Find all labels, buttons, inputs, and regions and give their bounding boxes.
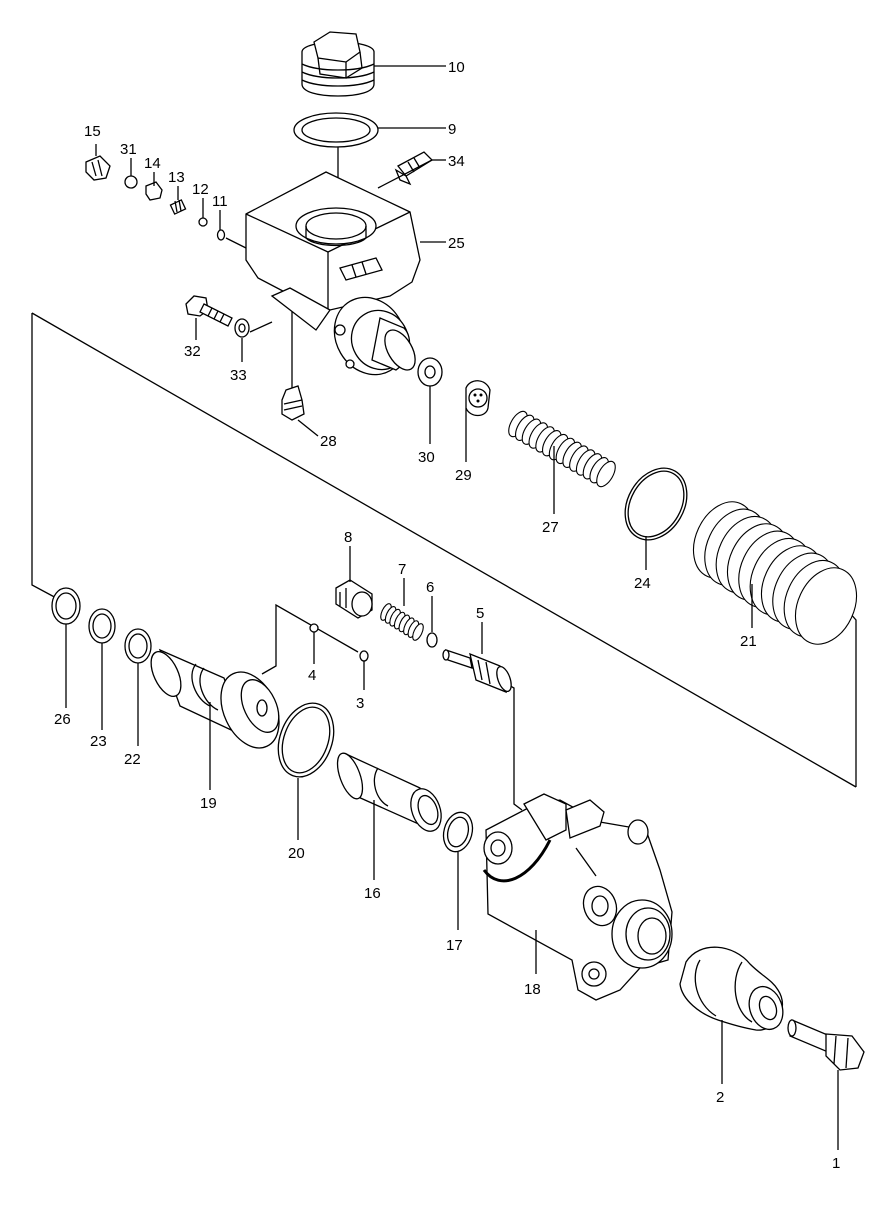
label-part-31: 31 (120, 141, 137, 158)
part-19-piston (150, 648, 280, 749)
part-number-labels: 10 9 34 25 15 31 14 13 12 11 32 33 28 30… (54, 59, 840, 1172)
spring21-coil (794, 567, 858, 645)
part-31-o-ring (124, 175, 138, 189)
label-part-30: 30 (418, 449, 435, 466)
part-3-o-ring (359, 650, 369, 662)
part-33-washer (234, 318, 273, 338)
part-20-o-ring (277, 702, 335, 778)
part-13-spring (169, 199, 187, 215)
part-24-o-ring (624, 467, 688, 541)
label-part-6: 6 (426, 579, 434, 596)
label-part-5: 5 (476, 605, 484, 622)
part-2-boot (679, 946, 784, 1031)
part-17-ring (442, 811, 474, 853)
part-14-nut (145, 181, 163, 201)
label-part-18: 18 (524, 981, 541, 998)
label-part-17: 17 (446, 937, 463, 954)
label-part-23: 23 (90, 733, 107, 750)
label-part-14: 14 (144, 155, 161, 172)
label-part-33: 33 (230, 367, 247, 384)
part-4-ball (309, 623, 319, 633)
label-part-10: 10 (448, 59, 465, 76)
part-22-ring (124, 628, 152, 664)
part-11-o-ring (216, 229, 226, 241)
part-32-bolt (185, 295, 233, 327)
label-part-21: 21 (740, 633, 757, 650)
label-part-2: 2 (716, 1089, 724, 1106)
label-part-11: 11 (212, 193, 228, 210)
label-part-22: 22 (124, 751, 141, 768)
part-28-bleeder (281, 385, 305, 421)
part-26-ring (51, 587, 81, 625)
part-8-plug (335, 579, 373, 619)
label-part-34: 34 (448, 153, 465, 170)
part-27-spring (508, 410, 616, 488)
label-part-1: 1 (832, 1155, 840, 1172)
spring27-coil (596, 460, 616, 488)
part-16-sleeve (336, 752, 442, 832)
assembly-frame-lines (31, 146, 857, 811)
part-30-washer (417, 357, 443, 387)
leader-lines (65, 65, 839, 1150)
part-15-plug (85, 155, 111, 181)
label-part-28: 28 (320, 433, 337, 450)
part-29-valve-disc (465, 380, 491, 417)
part-25-housing (245, 171, 421, 376)
label-part-27: 27 (542, 519, 559, 536)
label-part-26: 26 (54, 711, 71, 728)
spring7-coil (412, 623, 424, 641)
label-part-20: 20 (288, 845, 305, 862)
label-part-15: 15 (84, 123, 101, 140)
label-part-19: 19 (200, 795, 217, 812)
label-part-32: 32 (184, 343, 201, 360)
label-part-13: 13 (168, 169, 185, 186)
label-part-29: 29 (455, 467, 472, 484)
label-part-8: 8 (344, 529, 352, 546)
part-1-push-rod (787, 1019, 865, 1071)
part-18-cylinder-body (482, 793, 673, 1001)
part-10-plug (301, 31, 375, 97)
part-12-ball (198, 217, 208, 227)
label-part-9: 9 (448, 121, 456, 138)
label-part-7: 7 (398, 561, 406, 578)
part-21-spring (692, 501, 858, 645)
part-34-fitting (394, 151, 434, 186)
label-part-12: 12 (192, 181, 209, 198)
part-23-ring (88, 608, 116, 644)
label-part-3: 3 (356, 695, 364, 712)
label-part-16: 16 (364, 885, 381, 902)
part-7-spring (380, 603, 424, 641)
label-part-24: 24 (634, 575, 651, 592)
label-part-25: 25 (448, 235, 465, 252)
part-9-o-ring (293, 112, 379, 148)
part-6-o-ring (426, 632, 438, 648)
part-5-valve-stem (442, 649, 512, 694)
label-part-4: 4 (308, 667, 316, 684)
